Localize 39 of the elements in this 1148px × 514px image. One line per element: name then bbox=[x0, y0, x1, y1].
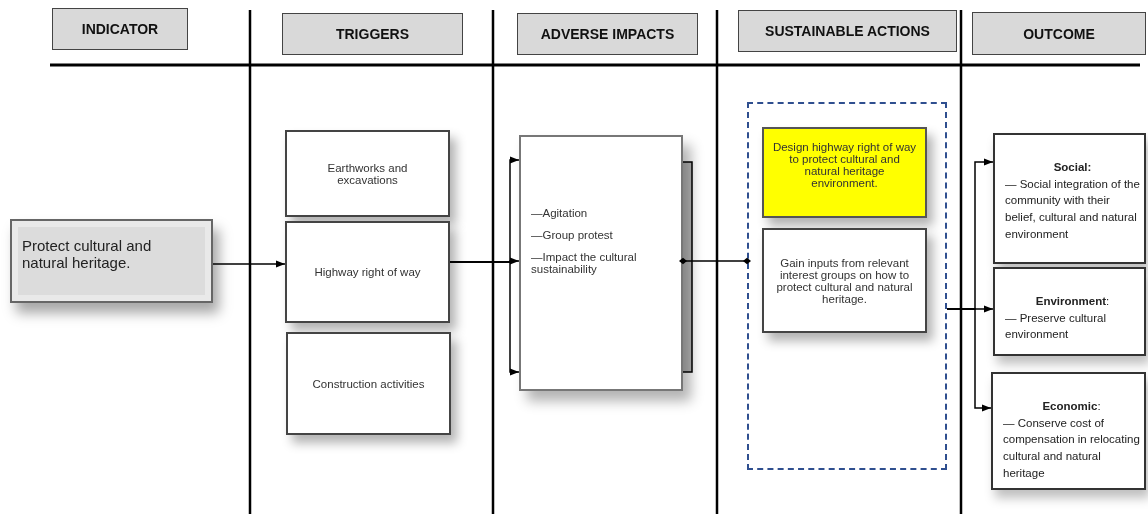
header-label: TRIGGERS bbox=[335, 26, 410, 42]
column-header bbox=[738, 10, 957, 52]
box-text: Protect cultural and natural heritage. bbox=[22, 237, 152, 271]
outcome-box bbox=[993, 267, 1146, 356]
connector-arrow bbox=[212, 260, 286, 268]
indicator-box bbox=[10, 219, 213, 303]
outcome-heading: Environment: bbox=[1034, 294, 1111, 309]
outcome-description: — Conserve cost of compensation in relocating cultural and natural heritage bbox=[1003, 415, 1140, 481]
highlighted-action-box bbox=[762, 127, 927, 218]
box-text: Earthworks and excavations bbox=[326, 161, 409, 186]
outcome-box bbox=[991, 372, 1146, 490]
box-text: Highway right of way bbox=[314, 266, 421, 278]
impact-item: —Group protest bbox=[531, 229, 614, 241]
box-text: Construction activities bbox=[312, 377, 425, 390]
header-label: INDICATOR bbox=[81, 21, 159, 37]
impact-item: —Agitation bbox=[531, 207, 589, 219]
column-header bbox=[52, 8, 188, 50]
outcome-heading: Economic: bbox=[1041, 399, 1102, 414]
impact-item: —Impact the cultural sustainability bbox=[531, 251, 638, 275]
header-label: SUSTAINABLE ACTIONS bbox=[765, 23, 930, 39]
box-text: Design highway right of way to protect cultural and natural heritage environment. bbox=[772, 141, 917, 189]
outcome-description: — Preserve cultural environment bbox=[1005, 310, 1107, 343]
process-box bbox=[762, 228, 927, 333]
header-label: OUTCOME bbox=[1023, 25, 1095, 42]
connector-arrow bbox=[449, 261, 520, 376]
dashed-group-box bbox=[747, 102, 947, 470]
process-box bbox=[286, 332, 451, 435]
process-box bbox=[285, 221, 450, 323]
column-header bbox=[972, 12, 1146, 55]
outcome-description: — Social integration of the community with their belief, cultural and natural environment bbox=[1005, 176, 1140, 242]
column-header bbox=[282, 13, 463, 55]
box-text: Gain inputs from relevant interest groups on how to protect cultural and natural heritage. bbox=[775, 256, 914, 305]
connector-arrow bbox=[946, 308, 992, 412]
process-box bbox=[285, 130, 450, 217]
header-label: ADVERSE IMPACTS bbox=[540, 26, 675, 42]
impact-box bbox=[519, 135, 683, 391]
outcome-box bbox=[993, 133, 1146, 264]
column-header bbox=[517, 13, 698, 55]
outcome-heading: Social: bbox=[1052, 160, 1093, 175]
